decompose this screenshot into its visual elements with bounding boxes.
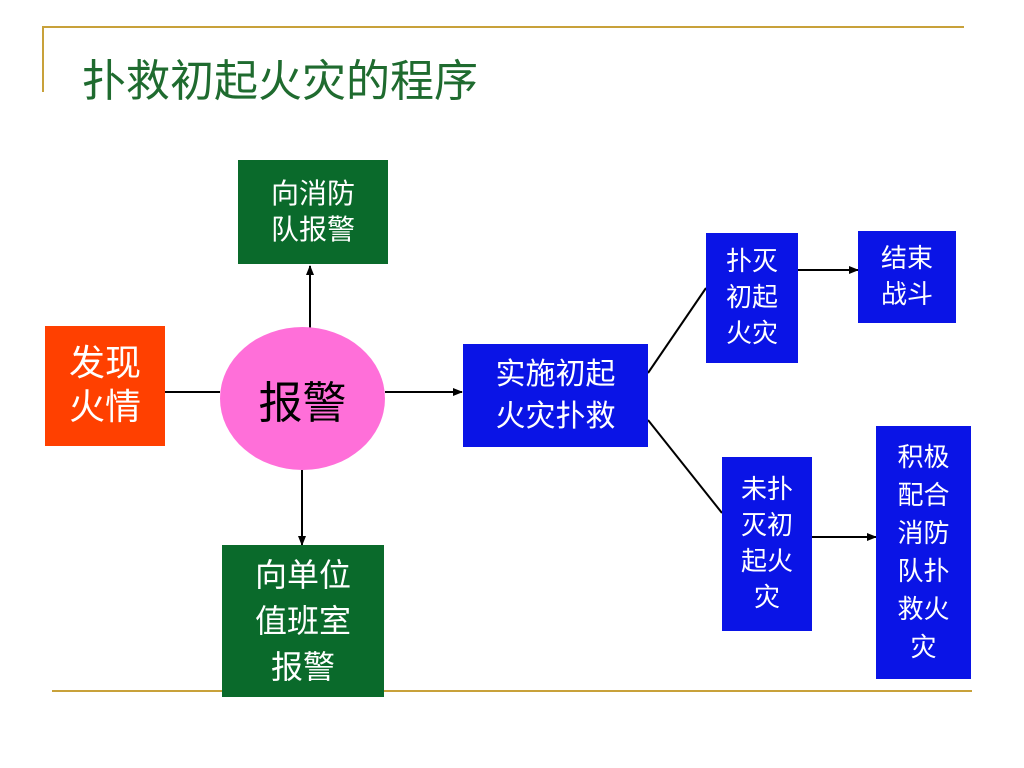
node-report-duty-room-line: 向单位 <box>254 556 351 594</box>
node-end-battle-line: 结束 <box>880 244 933 274</box>
node-not-extinguished: 未扑 灭初 起火 灾 <box>722 457 812 631</box>
slide-title: 扑救初起火灾的程序 <box>82 56 478 107</box>
node-cooperate-brigade-line: 灾 <box>910 632 937 663</box>
node-alarm: 报警 <box>220 327 385 470</box>
node-report-fire-brigade-line: 队报警 <box>270 213 355 246</box>
node-end-battle: 结束 战斗 <box>858 231 956 323</box>
node-report-duty-room-line: 报警 <box>270 648 335 686</box>
node-not-extinguished-line: 起火 <box>740 547 793 577</box>
node-report-duty-room: 向单位 值班室 报警 <box>222 545 384 697</box>
title-accent-vertical-line <box>42 26 44 92</box>
node-cooperate-brigade-line: 配合 <box>897 480 950 511</box>
node-initial-firefighting: 实施初起 火灾扑救 <box>463 344 648 447</box>
node-discover-fire: 发现 火情 <box>45 326 165 446</box>
connector-firefighting-to-not-extinguished <box>647 419 723 514</box>
node-not-extinguished-line: 灾 <box>753 583 780 613</box>
node-discover-fire-line: 发现 <box>68 343 141 384</box>
node-extinguished: 扑灭 初起 火灾 <box>706 233 798 363</box>
node-cooperate-brigade-line: 积极 <box>897 442 950 473</box>
node-cooperate-brigade: 积极 配合 消防 队扑 救火 灾 <box>876 426 971 679</box>
node-cooperate-brigade-line: 队扑 <box>897 556 950 587</box>
node-not-extinguished-line: 未扑 <box>740 475 793 505</box>
node-discover-fire-line: 火情 <box>68 387 141 428</box>
node-extinguished-line: 扑灭 <box>725 247 778 277</box>
node-extinguished-line: 初起 <box>725 283 778 313</box>
node-report-fire-brigade: 向消防 队报警 <box>238 160 388 264</box>
connector-firefighting-to-extinguished <box>647 287 707 374</box>
title-accent-horizontal-line <box>42 26 964 28</box>
footer-accent-line <box>52 690 972 692</box>
node-report-fire-brigade-line: 向消防 <box>270 177 355 210</box>
node-extinguished-line: 火灾 <box>725 319 778 349</box>
node-initial-firefighting-line: 火灾扑救 <box>495 398 616 434</box>
node-alarm-label: 报警 <box>258 377 347 429</box>
node-report-duty-room-line: 值班室 <box>254 602 351 640</box>
node-cooperate-brigade-line: 救火 <box>897 594 950 625</box>
node-end-battle-line: 战斗 <box>880 280 933 310</box>
node-not-extinguished-line: 灭初 <box>740 511 793 541</box>
node-initial-firefighting-line: 实施初起 <box>495 356 616 392</box>
node-cooperate-brigade-line: 消防 <box>897 518 950 549</box>
